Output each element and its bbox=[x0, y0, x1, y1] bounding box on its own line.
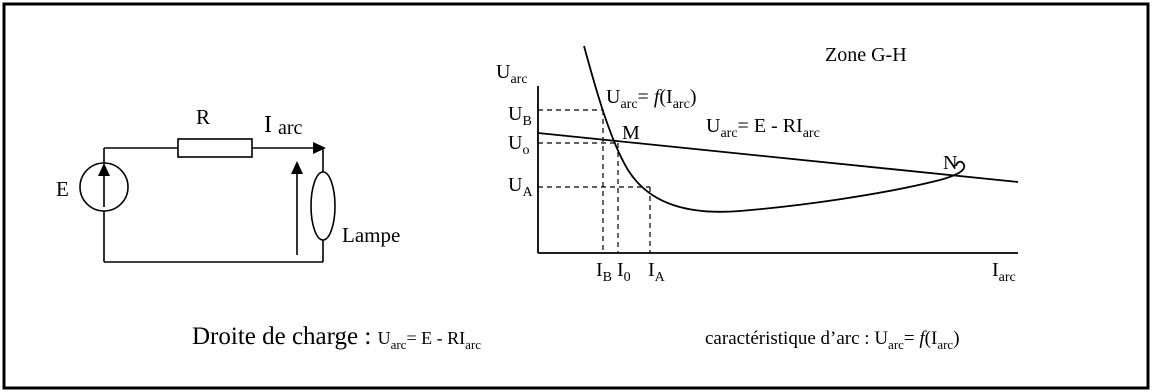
point-n-label: N bbox=[943, 152, 957, 174]
lamp-label: Lampe bbox=[342, 223, 400, 247]
dashed-guides bbox=[538, 109, 651, 253]
load-line-caption: Droite de charge : Uarc= E - RIarc bbox=[192, 323, 481, 352]
zone-label: Zone G-H bbox=[825, 44, 907, 66]
lamp bbox=[310, 171, 336, 241]
tick-i0: I0 bbox=[617, 259, 631, 285]
arc-characteristic-curve bbox=[583, 45, 966, 213]
y-axis-label: Uarc bbox=[496, 61, 528, 87]
x-axis-label: Iarc bbox=[992, 259, 1016, 285]
tick-ua: UA bbox=[508, 174, 533, 200]
circuit bbox=[79, 138, 336, 263]
source-label: E bbox=[56, 177, 69, 201]
graph: Zone G-H Uarc Iarc Uarc= f(Iarc) Uarc= E… bbox=[496, 44, 1019, 285]
source-arrow-head bbox=[98, 163, 110, 176]
tick-ub: UB bbox=[508, 103, 532, 129]
tick-ia: IA bbox=[648, 259, 666, 285]
voltage-arrow-head bbox=[291, 161, 303, 174]
current-arrow-head bbox=[313, 142, 326, 154]
resistor-label: R bbox=[196, 105, 210, 129]
tick-ib: IB bbox=[596, 259, 612, 285]
curve-equation-label: Uarc= f(Iarc) bbox=[606, 86, 696, 112]
resistor bbox=[177, 138, 253, 158]
line-equation-label: Uarc= E - RIarc bbox=[706, 115, 820, 141]
arc-characteristic-caption: caractéristique d’arc : Uarc= f(Iarc) bbox=[705, 328, 960, 352]
point-m-label: M bbox=[622, 122, 640, 144]
load-line bbox=[537, 132, 1019, 183]
tick-uo: Uo bbox=[508, 132, 529, 158]
